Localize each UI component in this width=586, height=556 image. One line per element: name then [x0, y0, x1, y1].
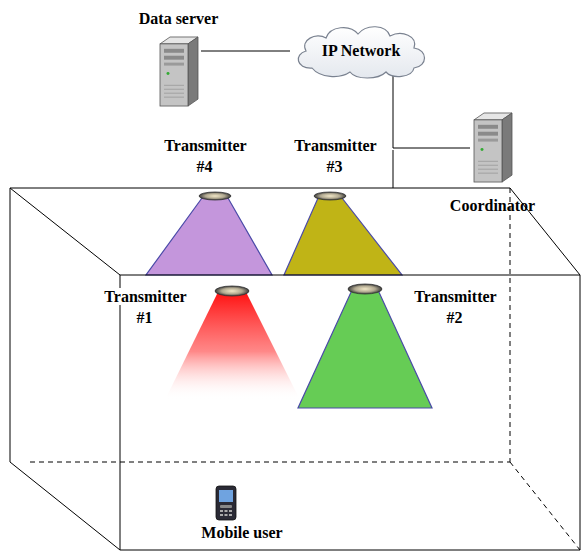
text-label: Mobile user: [200, 524, 283, 541]
node-label: IP Network: [322, 41, 401, 60]
network-link: [201, 51, 290, 52]
user-label: Mobile user: [172, 523, 312, 544]
text-label: Transmitter #3: [293, 137, 376, 175]
transmitter-label: Transmitter #1: [95, 287, 195, 329]
node-label: Data server: [139, 9, 219, 28]
server-icon: [470, 112, 515, 184]
server-icon: [156, 36, 201, 108]
network-link: [393, 76, 470, 148]
transmitter-label: Transmitter #3: [285, 136, 385, 178]
server-node: Data server: [156, 36, 201, 108]
text-label: Transmitter #1: [103, 288, 186, 326]
transmitter-label: Transmitter #4: [155, 136, 255, 178]
text-label: Transmitter #2: [413, 288, 496, 326]
network-cloud: IP Network: [290, 22, 432, 80]
node-label: Coordinator: [450, 196, 535, 215]
transmitter-label: Transmitter #2: [405, 287, 505, 329]
server-node: Coordinator: [470, 112, 515, 184]
text-label: Transmitter #4: [163, 137, 246, 175]
